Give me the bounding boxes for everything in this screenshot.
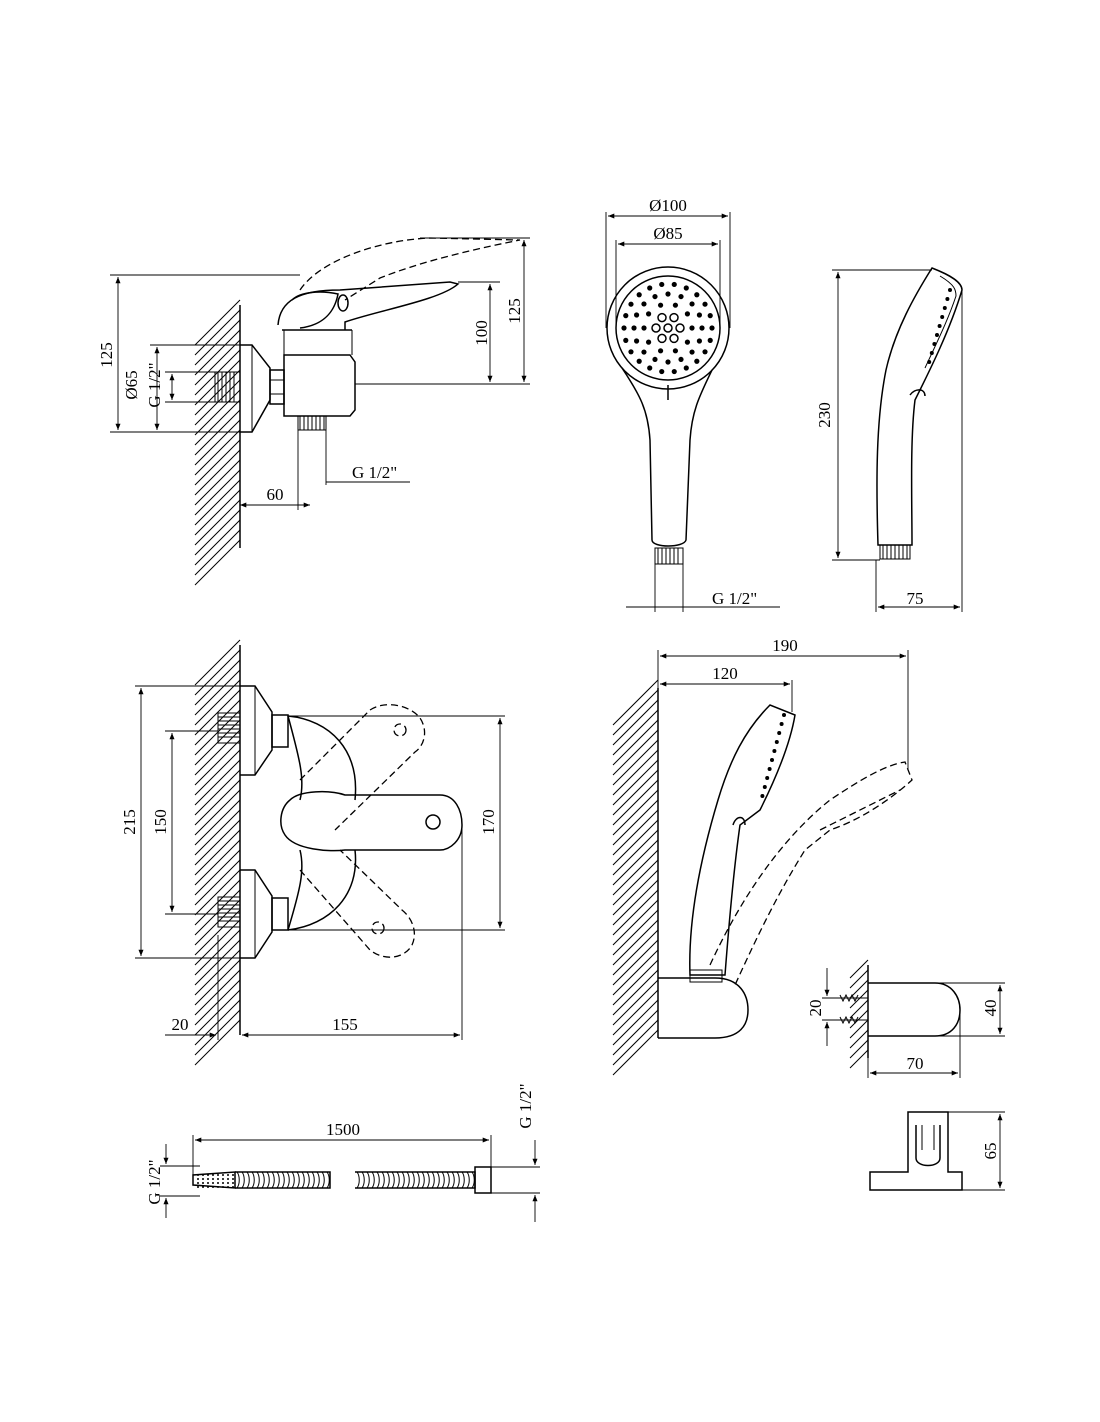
dim-outer-diameter: Ø100 [649, 196, 687, 215]
dim-wall-thread: G 1/2" [145, 362, 164, 407]
dim-holder-height: 40 [981, 1000, 1000, 1017]
dim-overall-height: 215 [120, 809, 139, 835]
wall-holder-detail: 20 40 70 65 [806, 959, 1005, 1191]
dim-inner-diameter: Ø85 [653, 224, 682, 243]
dim-outlet-thread: G 1/2" [352, 463, 397, 482]
dim-hose-right-thread: G 1/2" [516, 1083, 535, 1128]
dim-height-left: 125 [97, 342, 116, 368]
spray-nozzles [621, 281, 715, 375]
dim-hose-length: 1500 [326, 1120, 360, 1139]
dim-total-reach: 190 [772, 636, 798, 655]
dim-head-length: 230 [815, 402, 834, 428]
side-nozzles [927, 288, 952, 364]
wall-hatch [194, 639, 241, 1066]
dim-flange-diameter: Ø65 [122, 370, 141, 399]
dim-holder-depth: 70 [907, 1054, 924, 1073]
wall-hatch [612, 679, 659, 1076]
dim-height-inner: 100 [472, 320, 491, 346]
hose-cone-texture [197, 1174, 234, 1188]
hose-view: 1500 G 1/2" G 1/2" [145, 1083, 540, 1222]
mixer-side-view: 125 Ø65 G 1/2" 100 125 G 1/2" 60 [97, 237, 530, 586]
holder-nozzles [760, 713, 786, 798]
dim-lever-height: 170 [479, 809, 498, 835]
dim-hose-left-thread: G 1/2" [145, 1159, 164, 1204]
dim-outlet-offset: 60 [267, 485, 284, 504]
dim-screw-spacing: 20 [806, 1000, 825, 1017]
hose-coil [236, 1171, 330, 1189]
hose-coil [356, 1171, 475, 1189]
dim-head-thread: G 1/2" [712, 589, 757, 608]
dim-front-height: 65 [981, 1143, 1000, 1160]
dim-projection: 155 [332, 1015, 358, 1034]
mixer-front-view: 215 150 170 20 155 [120, 639, 505, 1066]
dim-head-depth: 75 [907, 589, 924, 608]
wall-hatch [194, 299, 241, 586]
dim-height-outer: 125 [505, 298, 524, 324]
dim-head-reach: 120 [712, 664, 738, 683]
shower-head-front-view: Ø100 Ø85 G 1/2" [605, 196, 780, 612]
dim-wall-offset: 20 [172, 1015, 189, 1034]
shower-head-side-view: 230 75 [815, 267, 963, 612]
holder-assembly-view: 190 120 [612, 636, 913, 1076]
dim-inlet-spacing: 150 [151, 809, 170, 835]
wall-hatch [849, 959, 869, 1069]
